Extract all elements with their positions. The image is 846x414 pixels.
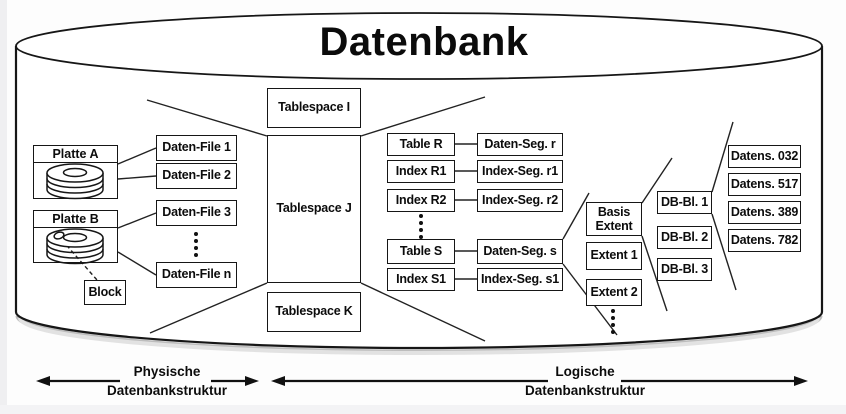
link-platte-b-file-n bbox=[117, 251, 157, 276]
link-platte-a-file-1 bbox=[117, 147, 157, 165]
physical-structure-arrow bbox=[36, 376, 259, 386]
index-seg-r2-box: Index-Seg. r2 bbox=[477, 189, 563, 212]
logical-structure-label: Logische Datenbankstruktur bbox=[505, 362, 665, 400]
fan-db-block-1-bottom bbox=[711, 213, 737, 291]
datens-517-box: Datens. 517 bbox=[728, 173, 801, 196]
block-box: Block bbox=[84, 280, 126, 305]
datens-782-box: Datens. 782 bbox=[728, 229, 801, 252]
platte-b-label: Platte B bbox=[34, 211, 117, 228]
database-title: Datenbank bbox=[319, 20, 529, 64]
daten-seg-s-box: Daten-Seg. s bbox=[477, 239, 563, 264]
index-seg-r1-box: Index-Seg. r1 bbox=[477, 160, 563, 183]
link-platte-b-file-3 bbox=[117, 212, 157, 229]
physical-structure-label-line1: Physische bbox=[133, 364, 201, 379]
platte-a-label: Platte A bbox=[34, 146, 117, 163]
table-s-box: Table S bbox=[387, 239, 455, 264]
ellipsis-tables bbox=[419, 214, 423, 239]
fan-daten-seg-s-top bbox=[562, 192, 590, 240]
fan-basis-extent-top bbox=[641, 157, 673, 204]
table-r-box: Table R bbox=[387, 133, 455, 156]
platte-a-box: Platte A bbox=[33, 145, 118, 199]
db-block-1-box: DB-Bl. 1 bbox=[657, 191, 712, 214]
logical-structure-label-line1: Logische bbox=[555, 364, 615, 379]
platte-b-box: Platte B bbox=[33, 210, 118, 263]
link-platte-a-file-2 bbox=[117, 175, 157, 180]
physical-structure-label: Physische Datenbankstruktur bbox=[87, 362, 247, 400]
tablespace-k-box: Tablespace K bbox=[267, 292, 361, 332]
window-edge-left bbox=[0, 0, 7, 414]
tablespace-i-box: Tablespace I bbox=[267, 88, 361, 128]
tablespace-j-box: Tablespace J bbox=[267, 135, 361, 283]
fan-tablespace-j-left-top bbox=[146, 99, 268, 137]
fan-tablespace-j-right-top bbox=[360, 96, 486, 137]
db-block-2-box: DB-Bl. 2 bbox=[657, 226, 712, 249]
index-seg-s1-box: Index-Seg. s1 bbox=[477, 268, 563, 291]
fan-basis-extent-bottom bbox=[641, 235, 668, 312]
daten-file-n-box: Daten-File n bbox=[156, 262, 237, 288]
logical-structure-label-line2: Datenbankstruktur bbox=[524, 383, 646, 398]
index-r2-box: Index R2 bbox=[387, 189, 455, 212]
ellipsis-extents bbox=[611, 309, 615, 334]
fan-db-block-1-top bbox=[711, 121, 734, 193]
daten-file-2-box: Daten-File 2 bbox=[156, 163, 237, 189]
window-edge-bottom bbox=[0, 405, 846, 414]
fan-tablespace-j-left-bottom bbox=[149, 282, 268, 334]
ellipsis-files bbox=[194, 232, 198, 257]
datens-032-box: Datens. 032 bbox=[728, 145, 801, 168]
extent-1-box: Extent 1 bbox=[586, 242, 642, 270]
datens-389-box: Datens. 389 bbox=[728, 201, 801, 224]
block-mark-icon bbox=[53, 231, 65, 240]
fan-tablespace-j-right-bottom bbox=[360, 282, 486, 342]
basis-extent-box: Basis Extent bbox=[586, 202, 642, 236]
index-s1-box: Index S1 bbox=[387, 268, 455, 291]
logical-structure-arrow bbox=[271, 376, 808, 386]
stacked-disk-cylinder-icon-a bbox=[46, 163, 104, 200]
daten-file-3-box: Daten-File 3 bbox=[156, 200, 237, 226]
daten-seg-r-box: Daten-Seg. r bbox=[477, 133, 563, 156]
stacked-disk-cylinder-icon-b bbox=[46, 228, 104, 265]
extent-2-box: Extent 2 bbox=[586, 279, 642, 306]
physical-structure-label-line2: Datenbankstruktur bbox=[106, 383, 228, 398]
index-r1-box: Index R1 bbox=[387, 160, 455, 183]
daten-file-1-box: Daten-File 1 bbox=[156, 135, 237, 161]
db-block-3-box: DB-Bl. 3 bbox=[657, 258, 712, 281]
